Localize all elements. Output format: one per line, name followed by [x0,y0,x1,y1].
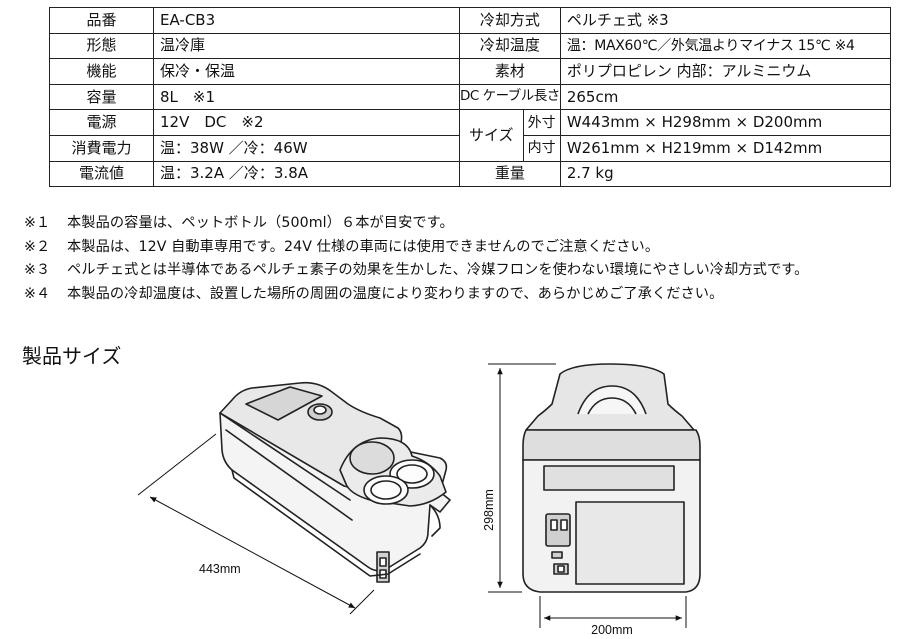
footnote-text: 本製品の容量は、ペットボトル（500ml）６本が目安です。 [67,215,454,231]
spec-value: 温：3.2A ／冷：3.8A [153,160,460,188]
footnote-mark: ※４ [24,285,51,302]
spec-label: 重量 [459,160,561,188]
spec-value: 2.7 kg [559,160,891,188]
spec-label: 電源 [49,109,154,136]
spec-row: 品番 EA-CB3 冷却方式 ペルチェ式 ※3 [49,7,891,34]
footnote: ※４ 本製品の冷却温度は、設置した場所の周囲の温度により変わりますので、あらかじめ… [24,283,808,307]
spec-table: 品番 EA-CB3 冷却方式 ペルチェ式 ※3 形態 温冷庫 冷却温度 温：MA… [49,7,891,188]
spec-row: 形態 温冷庫 冷却温度 温：MAX60℃／外気温よりマイナス 15℃ ※4 [49,32,891,60]
spec-value: ペルチェ式 ※3 [559,7,891,34]
width-dimension-label: 443mm [199,562,241,576]
footnote-mark: ※３ [24,262,51,278]
outer-size-value: W443mm × H298mm × D200mm [559,109,891,136]
height-dimension [488,363,556,593]
spec-value: EA-CB3 [153,7,460,34]
footnote-text: 本製品は、12V 自動車専用です。24V 仕様の車両には使用できませんのでご注意… [67,238,660,255]
footnote-mark: ※１ [24,215,51,231]
footnotes: ※１ 本製品の容量は、ペットボトル（500ml）６本が目安です。 ※２ 本製品は、1… [24,212,808,306]
spec-row: 機能 保冷・保温 素材 ポリプロピレン 内部：アルミニウム [49,58,891,85]
depth-dimension [539,596,687,628]
spec-label: 機能 [49,58,154,85]
depth-dimension-label: 200mm [591,623,633,637]
footnote: ※１ 本製品の容量は、ペットボトル（500ml）６本が目安です。 [24,212,808,236]
height-dimension-label: 298mm [482,489,496,531]
footnote-text: ペルチェ式とは半導体であるペルチェ素子の効果を生かした、冷媒フロンを使わない環境… [67,262,809,278]
spec-label: 素材 [459,58,561,85]
spec-value: ポリプロピレン 内部：アルミニウム [559,58,891,85]
spec-row: 電流値 温：3.2A ／冷：3.8A 重量 2.7 kg [49,160,891,188]
section-title: 製品サイズ [22,344,122,368]
spec-value: 8L ※1 [153,83,460,111]
spec-label: 冷却温度 [459,32,561,60]
spec-row: 電源 12V DC ※2 サイズ 外寸 W443mm × H298mm × D2… [49,109,891,162]
inner-size-value: W261mm × H219mm × D142mm [559,134,891,162]
spec-row: 消費電力 温：38W ／冷：46W 内寸 W261mm × H219mm × D… [49,134,891,162]
cooler-perspective-illustration [219,381,451,583]
spec-value: 温冷庫 [153,32,460,60]
footnote: ※３ ペルチェ式とは半導体であるペルチェ素子の効果を生かした、冷媒フロンを使わない… [24,259,808,283]
spec-label: 品番 [49,7,154,34]
spec-label: 電流値 [49,160,154,188]
outer-size-label: 外寸 [522,109,561,136]
spec-label: DC ケーブル長さ [459,83,561,111]
inner-size-label: 内寸 [522,134,561,162]
spec-row: 容量 8L ※1 DC ケーブル長さ 265cm [49,83,891,111]
spec-value: 保冷・保温 [153,58,460,85]
footnote: ※２ 本製品は、12V 自動車専用です。24V 仕様の車両には使用できませんのでご… [24,236,808,260]
footnote-mark: ※２ [24,238,51,255]
footnote-text: 本製品の冷却温度は、設置した場所の周囲の温度により変わりますので、あらかじめご了… [67,285,724,302]
spec-value: 温：MAX60℃／外気温よりマイナス 15℃ ※4 [559,32,891,60]
cooler-front-illustration [522,363,701,593]
width-dimension [137,433,375,615]
spec-label: 容量 [49,83,154,111]
